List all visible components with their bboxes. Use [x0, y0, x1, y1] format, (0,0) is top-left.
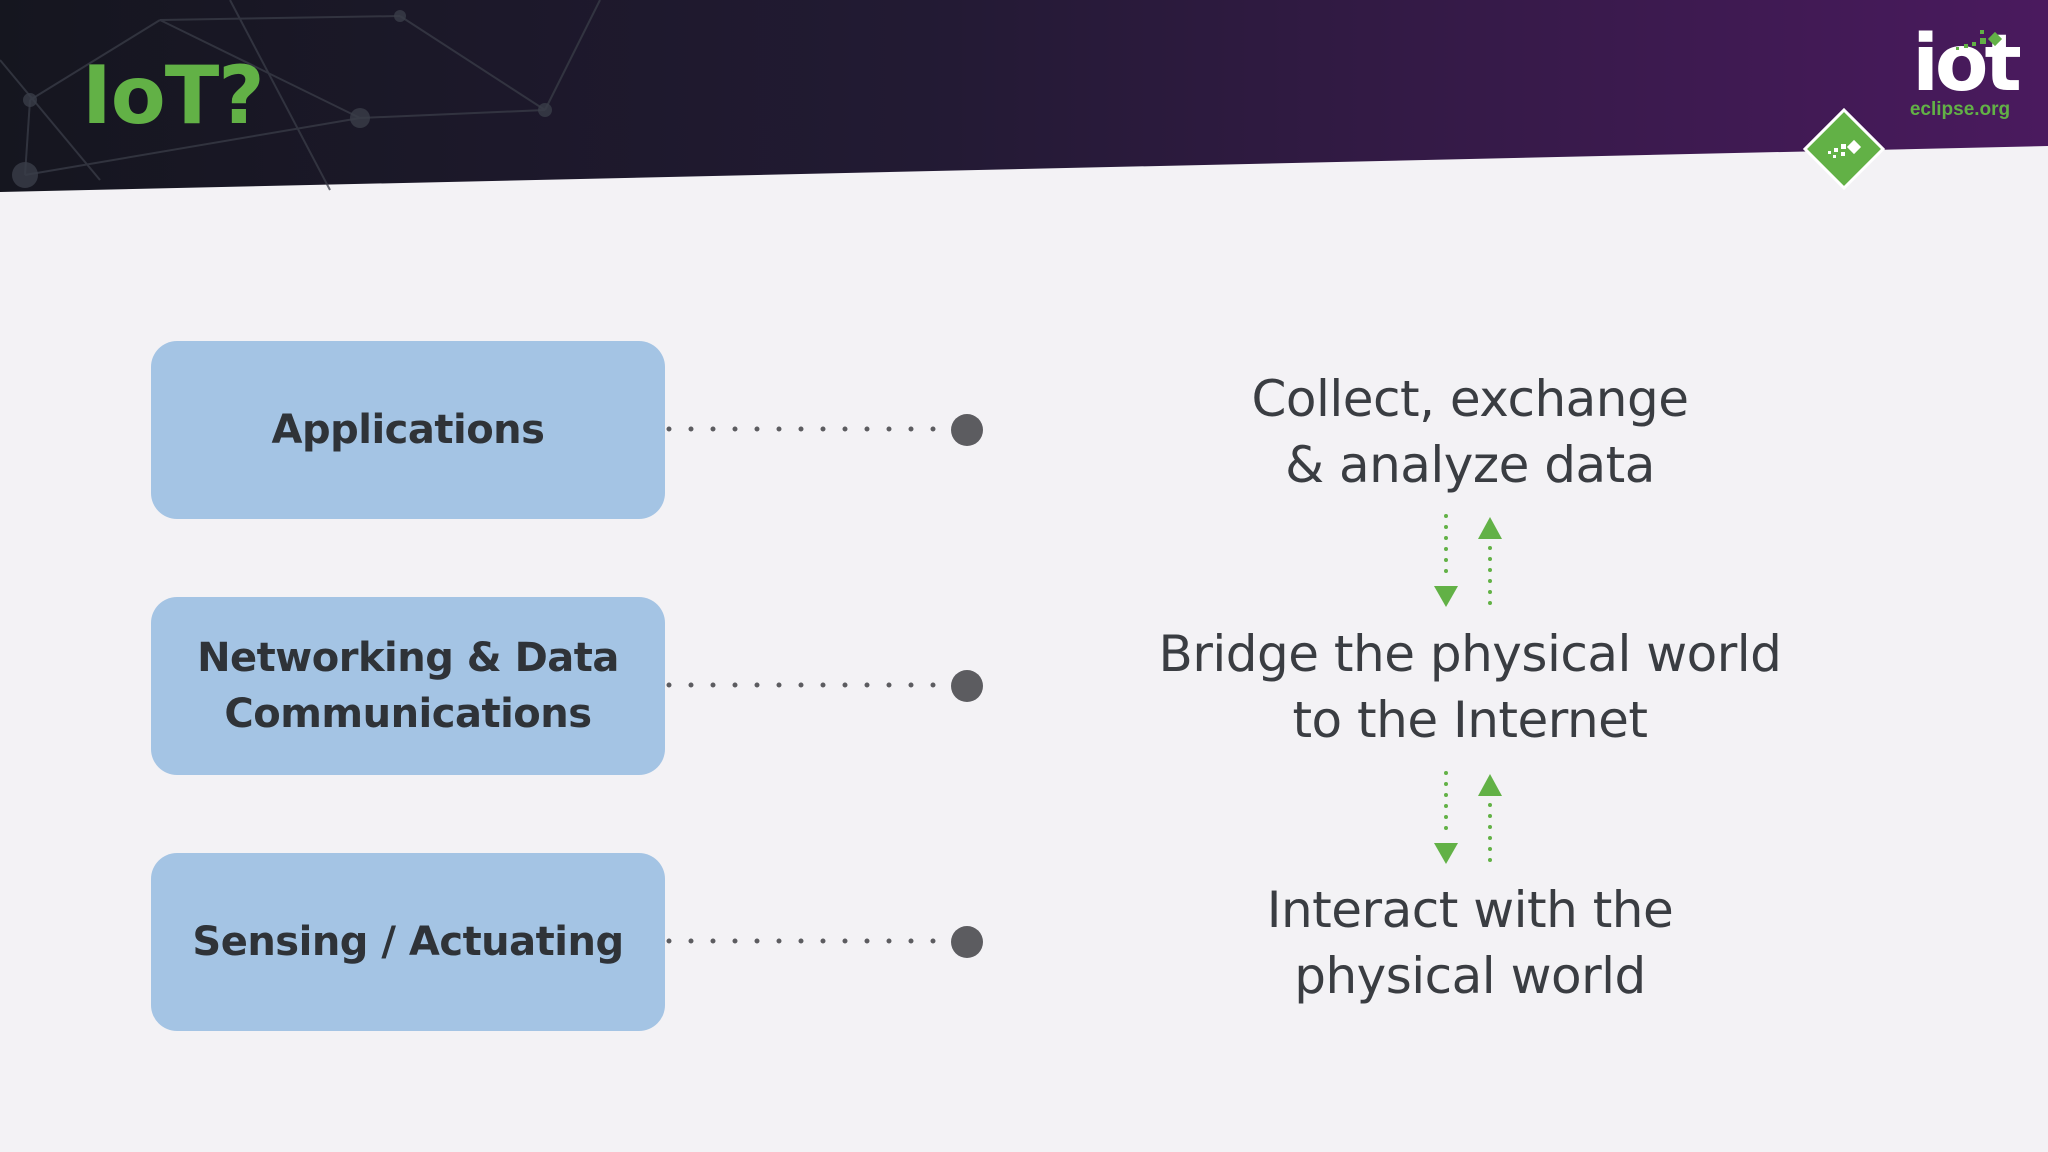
- description-line: Collect, exchange: [1251, 370, 1689, 428]
- connector-dot-sensing: [951, 926, 983, 958]
- connector-dot-networking: [951, 670, 983, 702]
- description-line: Bridge the physical world: [1158, 625, 1782, 683]
- description-line: Interact with the: [1266, 881, 1674, 939]
- layer-box-networking: Networking & Data Communications: [151, 597, 665, 775]
- description-line: & analyze data: [1285, 436, 1655, 494]
- description-line: physical world: [1294, 947, 1646, 1005]
- eclipse-iot-diamond-icon: [1803, 108, 1885, 190]
- layer-label-line: Applications: [271, 407, 545, 453]
- description-bridge: Bridge the physical world to the Interne…: [1080, 621, 1860, 753]
- up-arrow-2: [1478, 774, 1502, 867]
- header-band: [0, 0, 2048, 192]
- layer-label-networking: Networking & Data Communications: [197, 630, 619, 742]
- description-interact: Interact with the physical world: [1080, 877, 1860, 1009]
- header-background: [0, 0, 2048, 192]
- network-nodes: [12, 10, 552, 188]
- description-data-analysis: Collect, exchange & analyze data: [1080, 366, 1860, 498]
- layer-label-applications: Applications: [272, 402, 545, 458]
- layer-label-line: Communications: [224, 691, 592, 737]
- layer-box-sensing: Sensing / Actuating: [151, 853, 665, 1031]
- logo-pixel-icon: [1956, 30, 2003, 50]
- down-arrow-2: [1434, 771, 1458, 864]
- layer-label-sensing: Sensing / Actuating: [192, 914, 624, 970]
- layer-label-line: Networking & Data: [197, 635, 619, 681]
- slide-title: IoT?: [82, 49, 265, 142]
- description-line: to the Internet: [1292, 691, 1648, 749]
- layer-label-line: Sensing / Actuating: [192, 919, 624, 965]
- logo-subtext: eclipse.org: [1909, 99, 2011, 120]
- layer-box-applications: Applications: [151, 341, 665, 519]
- up-arrow-1: [1478, 517, 1502, 610]
- connector-dot-applications: [951, 414, 983, 446]
- logo-wordmark: iot: [1912, 19, 2022, 109]
- network-pattern: [0, 0, 601, 191]
- down-arrow-1: [1434, 514, 1458, 607]
